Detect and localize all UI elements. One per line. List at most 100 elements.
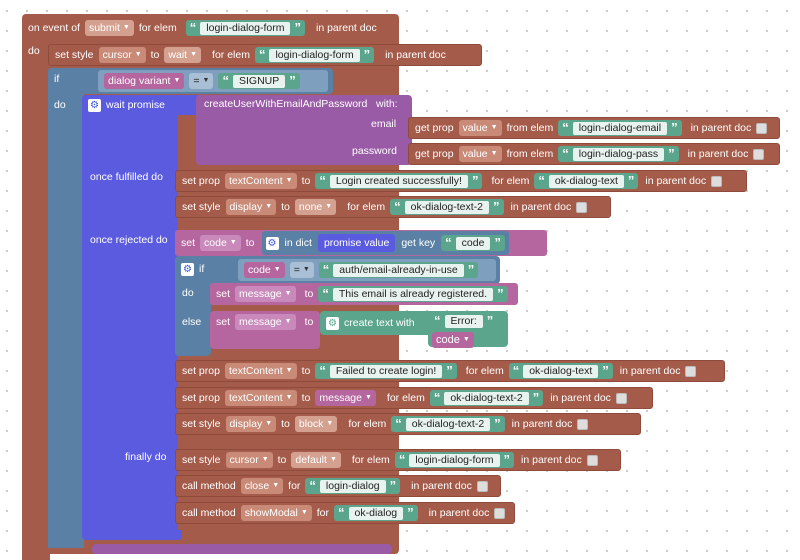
checkbox[interactable]	[615, 392, 627, 404]
set-prop-success[interactable]: set prop textContent▼ to “Login created …	[175, 170, 747, 192]
style-value-dropdown[interactable]: default▼	[291, 452, 341, 468]
code-var-dropdown[interactable]: code▼	[200, 235, 241, 251]
elem-string[interactable]: “ok-dialog-text-2”	[429, 390, 544, 406]
checkbox[interactable]	[586, 454, 598, 466]
gear-icon[interactable]: ⚙	[265, 236, 279, 250]
set-message-else-row: set message▼ to	[216, 314, 314, 330]
prop-dropdown[interactable]: textContent▼	[224, 173, 297, 189]
elem-string[interactable]: “login-dialog-form”	[394, 452, 515, 468]
elem-string[interactable]: “ok-dialog-text”	[534, 173, 639, 189]
pass-elem-string[interactable]: “login-dialog-pass”	[558, 146, 679, 162]
inner-if-else-label: else	[182, 316, 202, 328]
style-prop-dropdown[interactable]: cursor▼	[225, 452, 273, 468]
message-var-dropdown[interactable]: message▼	[235, 286, 296, 302]
method-dropdown[interactable]: close▼	[240, 478, 284, 494]
checkbox[interactable]	[756, 122, 768, 134]
message-var-dropdown[interactable]: message▼	[235, 314, 296, 330]
registered-string[interactable]: “This email is already registered.”	[318, 286, 508, 302]
style-prop-dropdown[interactable]: display▼	[225, 416, 277, 432]
error-prefix-string[interactable]: “Error: ”	[430, 313, 498, 329]
gear-icon[interactable]: ⚙	[181, 262, 194, 276]
code-var-arg[interactable]: code▼	[432, 332, 474, 348]
gear-icon[interactable]: ⚙	[88, 98, 101, 112]
fn-with-label: with:	[376, 98, 398, 110]
style-value-dropdown[interactable]: none▼	[294, 199, 337, 215]
dialog-variant-var[interactable]: dialog variant▼	[104, 73, 185, 89]
set-code-block[interactable]: set code▼ to ⚙ in dict promise value get…	[175, 230, 547, 256]
if-do-label: do	[54, 99, 66, 111]
elem-string[interactable]: “ok-dialog-text-2”	[390, 199, 504, 215]
wait-promise-label-row: ⚙ wait promise	[84, 94, 204, 116]
promise-value-block[interactable]: promise value	[317, 234, 396, 252]
failed-string[interactable]: “Failed to create login!”	[315, 363, 457, 379]
set-prop-failed[interactable]: set prop textContent▼ to “Failed to crea…	[175, 360, 725, 382]
create-user-fn-block[interactable]	[196, 95, 412, 165]
style-value-dropdown[interactable]: block▼	[294, 416, 338, 432]
once-rejected-label: once rejected do	[90, 234, 168, 246]
wait-promise-foot	[82, 530, 182, 540]
elem-string[interactable]: “ok-dialog-text”	[508, 363, 613, 379]
compare-op-dropdown[interactable]: =▼	[189, 73, 214, 89]
set-style-cursor-wait[interactable]: set style cursor▼ to wait▼ for elem “log…	[48, 44, 482, 66]
style-prop-dropdown[interactable]: cursor▼	[98, 47, 146, 63]
elem-string[interactable]: “ok-dialog”	[334, 505, 418, 521]
message-var[interactable]: message▼	[315, 390, 376, 406]
fn-name: createUserWithEmailAndPassword	[204, 98, 368, 110]
dict-block[interactable]: ⚙ in dict promise value get key “code”	[261, 231, 509, 255]
code-var[interactable]: code▼	[244, 262, 285, 278]
elem-string[interactable]: “login-dialog”	[305, 478, 401, 494]
inner-if-do-label: do	[182, 287, 194, 299]
email-elem-string[interactable]: “login-dialog-email”	[558, 120, 682, 136]
gear-icon[interactable]: ⚙	[326, 316, 339, 330]
event-header: on event of submit▼ for elem “login-dial…	[26, 17, 396, 39]
create-text-row: ⚙ create text with	[322, 312, 440, 334]
method-dropdown[interactable]: showModal▼	[240, 505, 312, 521]
form-string[interactable]: “login-dialog-form”	[185, 20, 305, 36]
prop-dropdown[interactable]: value▼	[458, 146, 502, 162]
event-do-label: do	[28, 45, 40, 57]
key-string[interactable]: “code”	[441, 235, 505, 251]
create-text-block[interactable]	[320, 311, 440, 335]
prop-dropdown[interactable]: textContent▼	[224, 390, 297, 406]
once-fulfilled-label: once fulfilled do	[90, 171, 163, 183]
set-style-display-none[interactable]: set style display▼ to none▼ for elem “ok…	[175, 196, 611, 218]
set-style-cursor-default[interactable]: set style cursor▼ to default▼ for elem “…	[175, 449, 621, 471]
checkbox[interactable]	[685, 365, 697, 377]
prop-dropdown[interactable]: textContent▼	[224, 363, 297, 379]
get-prop-email[interactable]: get prop value▼ from elem “login-dialog-…	[408, 117, 780, 139]
set-message-block[interactable]: set message▼ to “This email is already r…	[210, 283, 518, 305]
if-block[interactable]	[48, 68, 84, 548]
next-block-stub	[92, 544, 392, 554]
wait-promise-header	[82, 95, 202, 115]
error-code-string[interactable]: “auth/email-already-in-use”	[318, 262, 479, 278]
call-method-showmodal[interactable]: call method showModal▼ for “ok-dialog” i…	[175, 502, 515, 524]
set-prop-message[interactable]: set prop textContent▼ to message▼ for el…	[175, 387, 653, 409]
set-style-display-block[interactable]: set style display▼ to block▼ for elem “o…	[175, 413, 641, 435]
wait-promise-label: wait promise	[106, 99, 165, 111]
get-prop-pass[interactable]: get prop value▼ from elem “login-dialog-…	[408, 143, 780, 165]
call-method-close[interactable]: call method close▼ for “login-dialog” in…	[175, 475, 501, 497]
on-event-of-label: on event of	[28, 22, 80, 34]
checkbox[interactable]	[476, 480, 488, 492]
for-elem-label: for elem	[138, 22, 177, 34]
event-name-dropdown[interactable]: submit▼	[84, 20, 134, 36]
compare-block[interactable]: dialog variant▼ =▼ “SIGNUP”	[98, 70, 328, 92]
checkbox[interactable]	[753, 148, 765, 160]
checkbox[interactable]	[494, 507, 506, 519]
if-label: if	[54, 73, 60, 85]
checkbox[interactable]	[577, 418, 589, 430]
elem-string[interactable]: “login-dialog-form”	[254, 47, 375, 63]
email-arg-label: email	[371, 118, 397, 130]
style-prop-dropdown[interactable]: display▼	[225, 199, 277, 215]
checkbox[interactable]	[711, 175, 723, 187]
finally-label: finally do	[125, 451, 167, 463]
elem-string[interactable]: “ok-dialog-text-2”	[391, 416, 505, 432]
success-string[interactable]: “Login created successfully!”	[315, 173, 483, 189]
wait-promise-block[interactable]	[82, 95, 178, 535]
prop-dropdown[interactable]: value▼	[458, 120, 502, 136]
style-value-dropdown[interactable]: wait▼	[164, 47, 202, 63]
signup-string[interactable]: “SIGNUP”	[218, 73, 300, 89]
checkbox[interactable]	[576, 201, 588, 213]
compare-op-dropdown[interactable]: =▼	[289, 262, 314, 278]
code-compare-block[interactable]: code▼ =▼ “auth/email-already-in-use”	[238, 259, 496, 281]
